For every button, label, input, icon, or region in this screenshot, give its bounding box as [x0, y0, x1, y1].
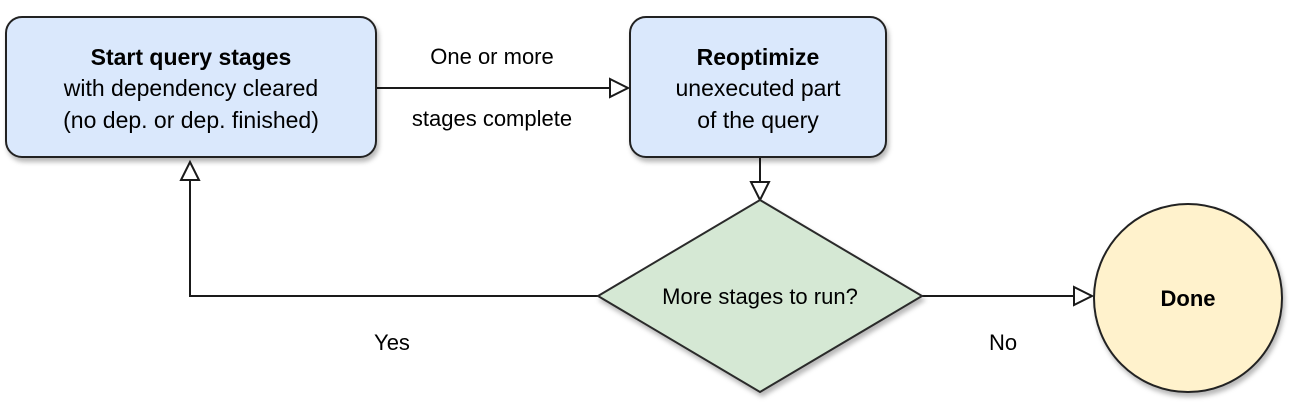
done-label: Done: [1161, 286, 1216, 311]
start-box: [5, 16, 377, 158]
arrowhead-to-done: [1073, 285, 1095, 307]
node-reoptimize: Reoptimize unexecuted part of the query: [629, 16, 887, 158]
edge-label-stages-complete: stages complete: [412, 106, 572, 131]
reoptimize-title: Reoptimize: [697, 44, 820, 70]
arrowhead-to-start: [179, 159, 201, 181]
edge-label-yes: Yes: [374, 330, 410, 355]
node-start-query-stages: Start query stages with dependency clear…: [5, 16, 377, 158]
done-circle: [1093, 203, 1283, 393]
node-decision: More stages to run?: [596, 198, 924, 394]
start-line3: (no dep. or dep. finished): [63, 107, 319, 133]
reoptimize-box: [629, 16, 887, 158]
edge-decision-yes-to-start: [189, 180, 598, 297]
decision-label: More stages to run?: [662, 284, 858, 309]
start-line2: with dependency cleared: [63, 75, 318, 101]
arrowhead-to-reoptimize: [609, 77, 631, 99]
edge-label-one-or-more: One or more: [430, 44, 554, 69]
edge-label-no: No: [989, 330, 1017, 355]
start-title: Start query stages: [91, 44, 292, 70]
node-done: Done: [1093, 203, 1283, 393]
arrowhead-to-decision: [749, 181, 771, 203]
edges: [179, 77, 1095, 307]
decision-diamond: [596, 198, 924, 394]
reoptimize-line2: unexecuted part: [676, 75, 842, 101]
reoptimize-line3: of the query: [697, 107, 819, 133]
